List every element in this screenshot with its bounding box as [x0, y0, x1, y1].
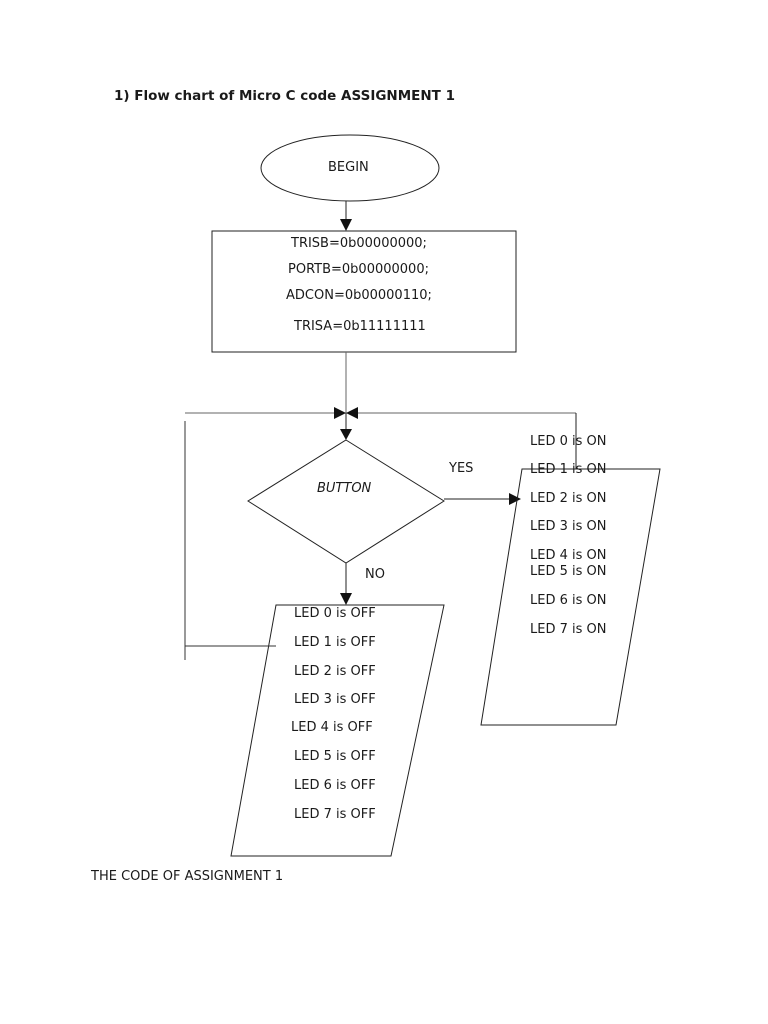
off-output-7: LED 7 is OFF — [294, 807, 376, 822]
on-output-4: LED 4 is ON — [530, 548, 607, 563]
on-output-6: LED 6 is ON — [530, 593, 607, 608]
off-output-box — [230, 604, 445, 857]
on-output-3: LED 3 is ON — [530, 519, 607, 534]
page-heading: 1) Flow chart of Micro C code ASSIGNMENT… — [114, 88, 455, 104]
off-output-3: LED 3 is OFF — [294, 692, 376, 707]
on-output-box — [480, 468, 661, 726]
on-output-5: LED 5 is ON — [530, 564, 607, 579]
decision-label: BUTTON — [317, 481, 372, 496]
arrowhead-junction-right — [346, 407, 358, 419]
begin-label: BEGIN — [328, 160, 369, 175]
off-output-0: LED 0 is OFF — [294, 606, 376, 621]
begin-terminal — [260, 134, 440, 202]
off-output-6: LED 6 is OFF — [294, 778, 376, 793]
button-decision — [247, 439, 445, 564]
on-output-0: LED 0 is ON — [530, 434, 607, 449]
init-line-3: ADCON=0b00000110; — [286, 288, 432, 303]
yes-label: YES — [449, 461, 474, 476]
init-line-2: PORTB=0b00000000; — [288, 262, 429, 277]
arrowhead-yes — [509, 493, 521, 505]
off-output-5: LED 5 is OFF — [294, 749, 376, 764]
on-output-1: LED 1 is ON — [530, 462, 607, 477]
init-process-box — [211, 230, 517, 353]
arrowhead-no — [340, 593, 352, 605]
off-output-2: LED 2 is OFF — [294, 664, 376, 679]
no-label: NO — [365, 567, 385, 582]
loop-return-left — [184, 421, 276, 647]
arrowhead-junction-left — [334, 407, 346, 419]
init-line-1: TRISB=0b00000000; — [291, 236, 427, 251]
code-section-heading: THE CODE OF ASSIGNMENT 1 — [91, 869, 284, 884]
on-output-2: LED 2 is ON — [530, 491, 607, 506]
init-line-4: TRISA=0b11111111 — [294, 319, 426, 334]
on-output-7: LED 7 is ON — [530, 622, 607, 637]
off-output-1: LED 1 is OFF — [294, 635, 376, 650]
off-output-4: LED 4 is OFF — [291, 720, 373, 735]
arrowhead-init — [340, 219, 352, 231]
arrowhead-decision — [340, 429, 352, 440]
